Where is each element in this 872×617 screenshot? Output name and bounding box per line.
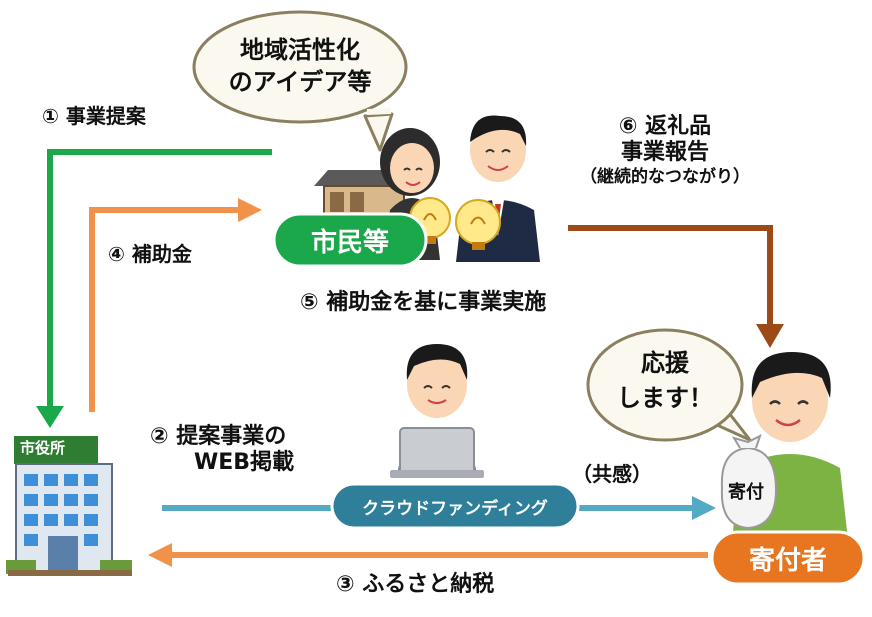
step6-line3: （継続的なつながり） xyxy=(580,166,750,187)
flow-furusato-tax-arrow xyxy=(148,543,708,567)
donor-badge: 寄付者 xyxy=(748,545,827,576)
flow-subsidy-arrow xyxy=(89,198,262,412)
step2-label: ② 提案事業の WEB掲載 xyxy=(150,424,294,477)
businessman-illustration xyxy=(455,115,540,262)
donor-illustration xyxy=(720,352,848,540)
donor-badge-shape xyxy=(710,530,866,586)
idea-bubble-line2: のアイデア等 xyxy=(228,68,372,97)
support-bubble-text: 応援 します！ xyxy=(608,346,722,416)
step5-label: ⑤ 補助金を基に事業実施 xyxy=(300,290,547,315)
crowdfunding-badge-shape xyxy=(330,482,580,530)
laptop-user-illustration xyxy=(390,344,484,478)
step6-line2: 事業報告 xyxy=(620,140,709,166)
idea-bubble-text: 地域活性化 のアイデア等 xyxy=(228,34,372,99)
city-hall-sign: 市役所 xyxy=(20,439,66,457)
citizens-badge-shape xyxy=(272,212,428,268)
step6-line1: ⑥ 返礼品 xyxy=(618,114,712,139)
donation-bag-label: 寄付 xyxy=(728,482,764,503)
support-bubble-line1: 応援 xyxy=(641,349,689,377)
support-bubble-line2: します！ xyxy=(617,383,713,412)
idea-speech-bubble xyxy=(192,10,408,152)
support-speech-bubble xyxy=(586,328,752,442)
step6-label: ⑥ 返礼品 事業報告 （継続的なつながり） xyxy=(560,114,770,187)
step3-label: ③ ふるさと納税 xyxy=(336,572,495,597)
step4-label: ④ 補助金 xyxy=(108,242,192,266)
step2-line2: WEB掲載 xyxy=(194,450,295,476)
step1-label: ① 事業提案 xyxy=(42,104,146,128)
idea-bubble-line1: 地域活性化 xyxy=(240,36,360,64)
flow-proposal-arrow xyxy=(36,149,272,428)
citizens-badge: 市民等 xyxy=(310,227,389,258)
flow-return-gift-arrow xyxy=(568,225,784,348)
sympathy-label: （共感） xyxy=(572,462,652,486)
crowdfunding-badge: クラウドファンディング xyxy=(362,498,548,519)
step2-line1: ② 提案事業の xyxy=(150,424,287,449)
city-hall-illustration xyxy=(6,436,132,576)
